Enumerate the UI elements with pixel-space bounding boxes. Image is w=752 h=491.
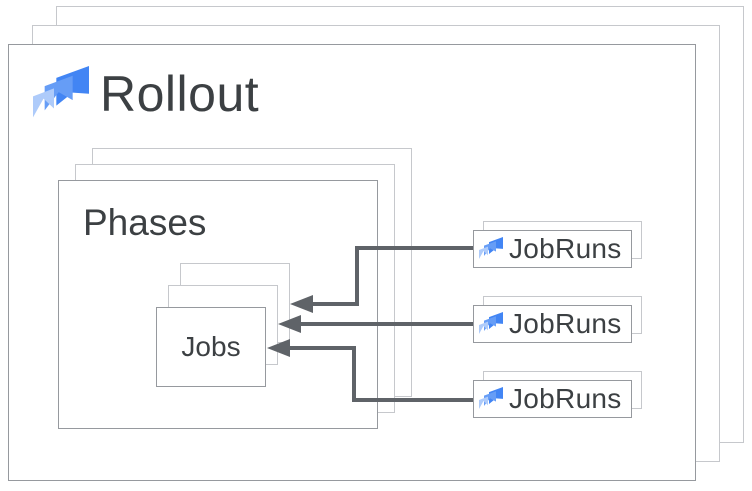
cloud-deploy-icon bbox=[479, 312, 503, 334]
rollout-header: Rollout bbox=[33, 66, 259, 122]
cloud-deploy-icon bbox=[33, 66, 89, 118]
jobruns-1-card: JobRuns bbox=[473, 230, 632, 268]
jobruns-label: JobRuns bbox=[509, 383, 622, 414]
jobruns-3-card: JobRuns bbox=[473, 380, 632, 418]
jobs-label: Jobs bbox=[181, 331, 241, 362]
jobruns-label: JobRuns bbox=[509, 233, 622, 264]
jobruns-label: JobRuns bbox=[509, 308, 622, 339]
diagram-title: Rollout bbox=[100, 66, 260, 122]
phases-label: Phases bbox=[83, 202, 207, 243]
jobs-card-front: Jobs bbox=[156, 307, 266, 387]
jobruns-2-card: JobRuns bbox=[473, 305, 632, 343]
cloud-deploy-icon bbox=[479, 237, 503, 259]
cloud-deploy-icon bbox=[479, 387, 503, 409]
